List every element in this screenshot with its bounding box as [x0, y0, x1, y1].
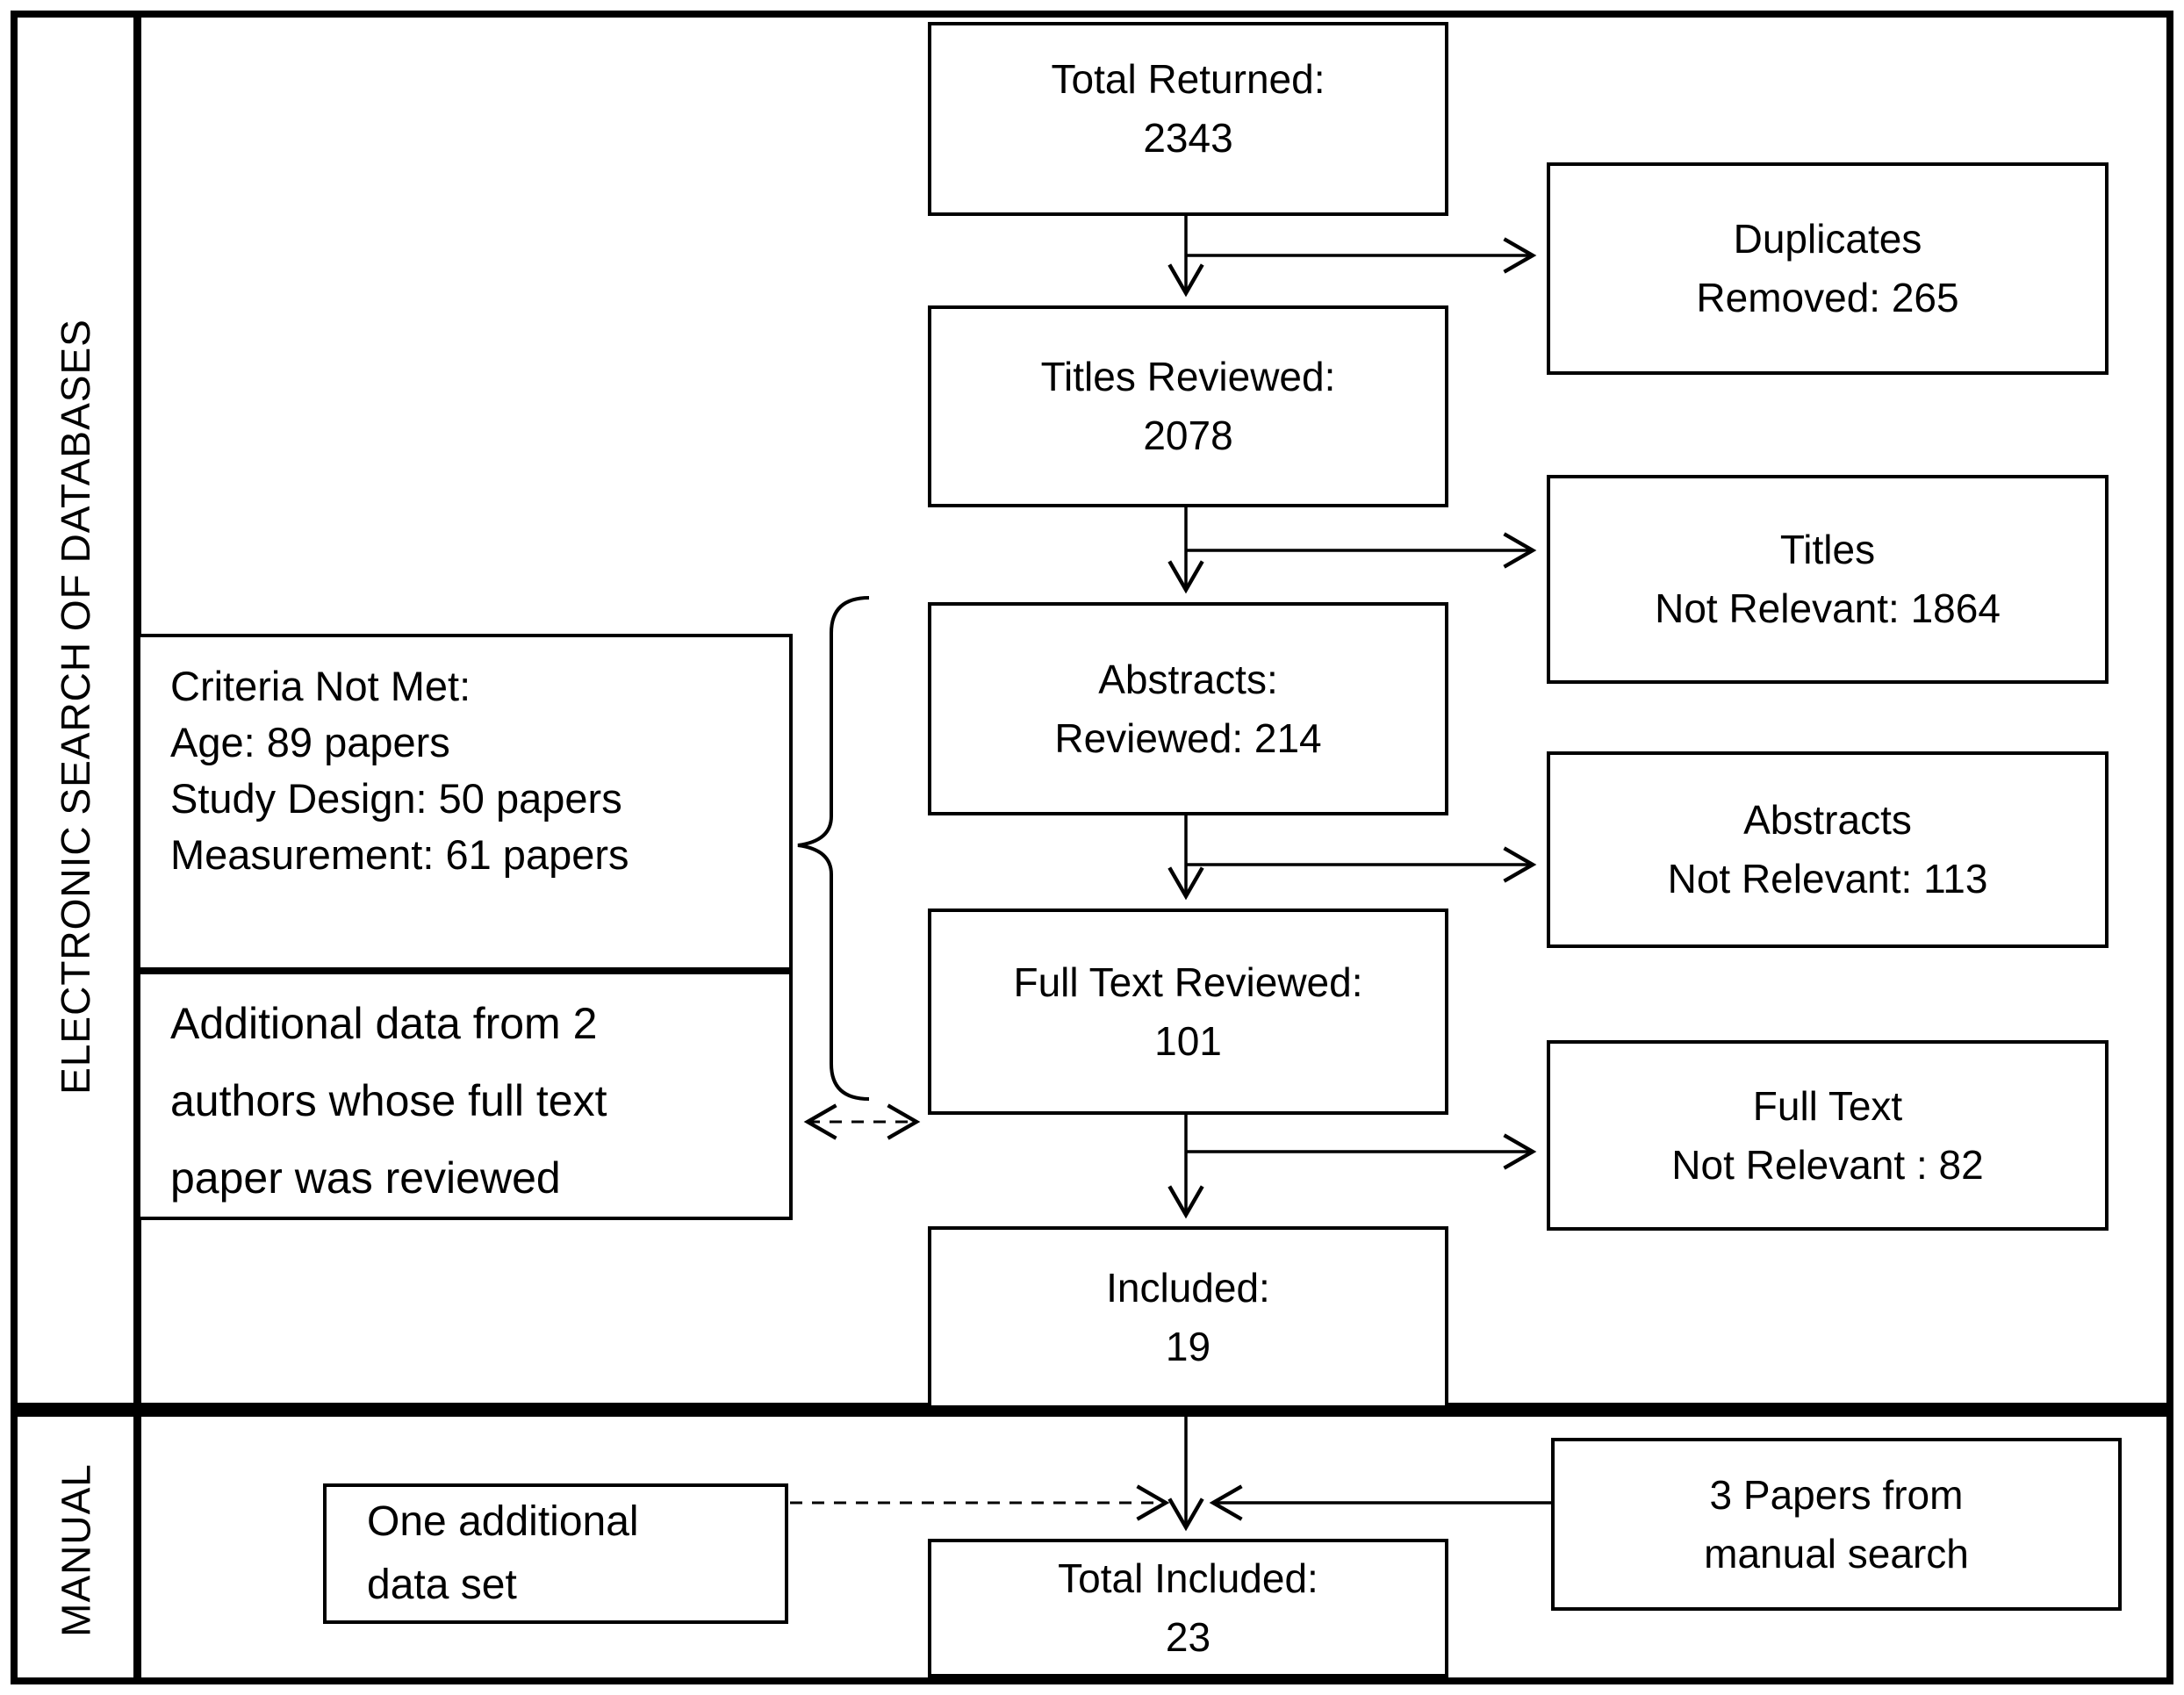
full-text-not-relevant-box: Full Text Not Relevant : 82	[1547, 1040, 2109, 1231]
criteria-study-design: Study Design: 50 papers	[170, 775, 622, 822]
manual-search-box: 3 Papers from manual search	[1551, 1438, 2122, 1611]
total-included-label: Total Included:	[1058, 1555, 1318, 1601]
one-additional-data-set-box: One additional data set	[323, 1483, 788, 1624]
included-box: Included: 19	[928, 1226, 1448, 1409]
abstracts-not-relevant-value: Not Relevant: 113	[1667, 856, 1988, 901]
section-label-electronic: ELECTRONIC SEARCH OF DATABASES	[53, 319, 98, 1095]
additional-data-box: Additional data from 2 authors whose ful…	[137, 971, 793, 1220]
included-label: Included:	[1106, 1265, 1270, 1311]
section-divider	[11, 1403, 2173, 1417]
abstracts-not-relevant-box: Abstracts Not Relevant: 113	[1547, 751, 2109, 948]
titles-reviewed-box: Titles Reviewed: 2078	[928, 305, 1448, 507]
manual-search-line1: 3 Papers from	[1709, 1471, 1964, 1518]
one-additional-line1: One additional	[367, 1498, 639, 1545]
duplicates-removed-value: Removed: 265	[1696, 275, 1959, 320]
criteria-not-met-box: Criteria Not Met: Age: 89 papers Study D…	[137, 634, 793, 971]
brace-criteria-group	[797, 596, 870, 1101]
abstracts-not-relevant-label: Abstracts	[1743, 797, 1912, 843]
full-text-reviewed-value: 101	[1154, 1017, 1222, 1064]
criteria-age: Age: 89 papers	[170, 719, 450, 765]
full-text-reviewed-box: Full Text Reviewed: 101	[928, 909, 1448, 1115]
total-returned-value: 2343	[1143, 115, 1233, 161]
titles-not-relevant-box: Titles Not Relevant: 1864	[1547, 475, 2109, 684]
criteria-title: Criteria Not Met:	[170, 663, 471, 709]
titles-not-relevant-value: Not Relevant: 1864	[1655, 585, 2001, 631]
full-text-reviewed-label: Full Text Reviewed:	[1013, 959, 1363, 1005]
total-included-value: 23	[1165, 1614, 1211, 1660]
full-text-not-relevant-value: Not Relevant : 82	[1671, 1141, 1984, 1188]
abstracts-reviewed-box: Abstracts: Reviewed: 214	[928, 602, 1448, 815]
duplicates-removed-label: Duplicates	[1733, 216, 1922, 262]
criteria-measurement: Measurement: 61 papers	[170, 831, 629, 878]
abstracts-reviewed-label: Abstracts:	[1098, 656, 1278, 702]
additional-data-line1: Additional data from 2	[170, 999, 598, 1048]
included-value: 19	[1165, 1324, 1211, 1369]
total-returned-box: Total Returned: 2343	[928, 22, 1448, 216]
duplicates-removed-box: Duplicates Removed: 265	[1547, 162, 2109, 375]
titles-reviewed-label: Titles Reviewed:	[1040, 354, 1336, 399]
total-returned-label: Total Returned:	[1051, 56, 1325, 102]
total-included-box: Total Included: 23	[928, 1539, 1448, 1677]
one-additional-line2: data set	[367, 1562, 517, 1608]
additional-data-line3: paper was reviewed	[170, 1153, 561, 1203]
manual-search-line2: manual search	[1704, 1530, 1969, 1576]
section-label-manual: MANUAL	[53, 1463, 99, 1637]
additional-data-line2: authors whose full text	[170, 1076, 607, 1125]
titles-not-relevant-label: Titles	[1779, 527, 1876, 572]
abstracts-reviewed-value: Reviewed: 214	[1054, 715, 1322, 761]
full-text-not-relevant-label: Full Text	[1752, 1082, 1903, 1129]
outer-border	[11, 11, 2173, 1684]
titles-reviewed-value: 2078	[1143, 413, 1233, 458]
